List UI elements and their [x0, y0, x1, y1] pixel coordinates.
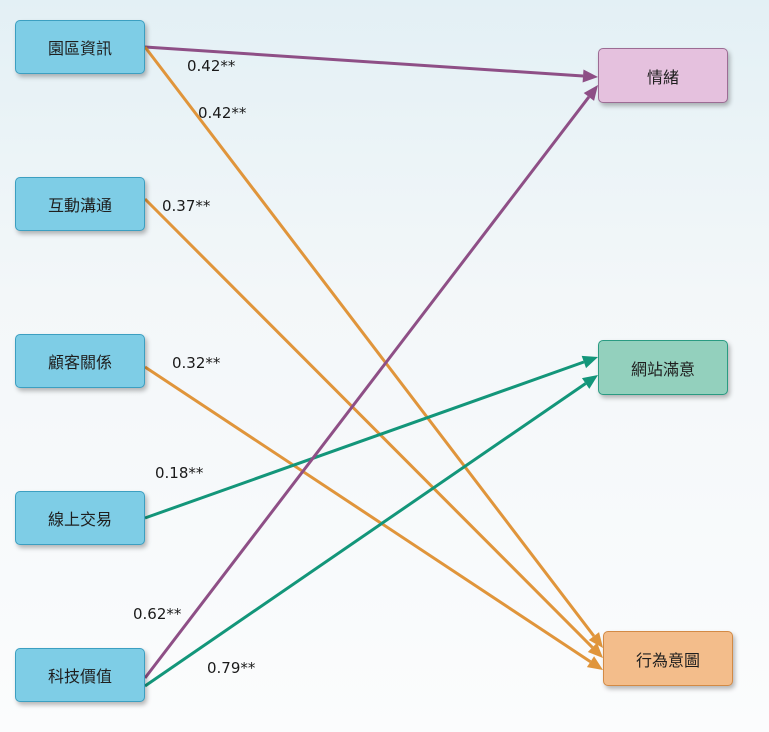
node-emotion: 情緒	[598, 48, 728, 103]
path-tech-value-to-emotion	[143, 96, 591, 679]
path-online-trade-to-site-satisfaction	[144, 360, 585, 520]
path-park-info-to-behavior-intention	[143, 46, 596, 637]
node-customer-relation: 顧客關係	[15, 334, 145, 388]
path-interaction-to-behavior-intention	[143, 197, 594, 649]
arrowhead-tech-value-to-site-satisfaction	[581, 375, 598, 389]
path-customer-relation-to-behavior-intention	[144, 365, 592, 663]
node-online-trade: 線上交易	[15, 491, 145, 545]
node-tech-value: 科技價值	[15, 648, 145, 702]
arrowhead-customer-relation-to-behavior-intention	[586, 656, 603, 670]
node-site-satisfaction: 網站滿意	[598, 340, 728, 395]
coef-park-info-emotion: 0.42**	[187, 57, 236, 75]
arrowhead-park-info-to-emotion	[582, 69, 598, 83]
coef-interaction-intention: 0.37**	[162, 197, 211, 215]
coef-tech-emotion: 0.62**	[133, 605, 182, 623]
node-interaction: 互動溝通	[15, 177, 145, 231]
coef-customer-intention: 0.32**	[172, 354, 221, 372]
path-tech-value-to-site-satisfaction	[144, 382, 587, 688]
coef-tech-satisfaction: 0.79**	[207, 659, 256, 677]
coef-online-satisfaction: 0.18**	[155, 464, 204, 482]
node-park-info: 園區資訊	[15, 20, 145, 74]
path-park-info-to-emotion	[144, 45, 584, 78]
arrowhead-tech-value-to-emotion	[583, 85, 598, 101]
coef-park-info-intention: 0.42**	[198, 104, 247, 122]
arrowhead-park-info-to-behavior-intention	[588, 632, 603, 648]
arrowhead-online-trade-to-site-satisfaction	[581, 355, 598, 369]
arrowhead-interaction-to-behavior-intention	[587, 642, 603, 658]
node-behavior-intention: 行為意圖	[603, 631, 733, 686]
